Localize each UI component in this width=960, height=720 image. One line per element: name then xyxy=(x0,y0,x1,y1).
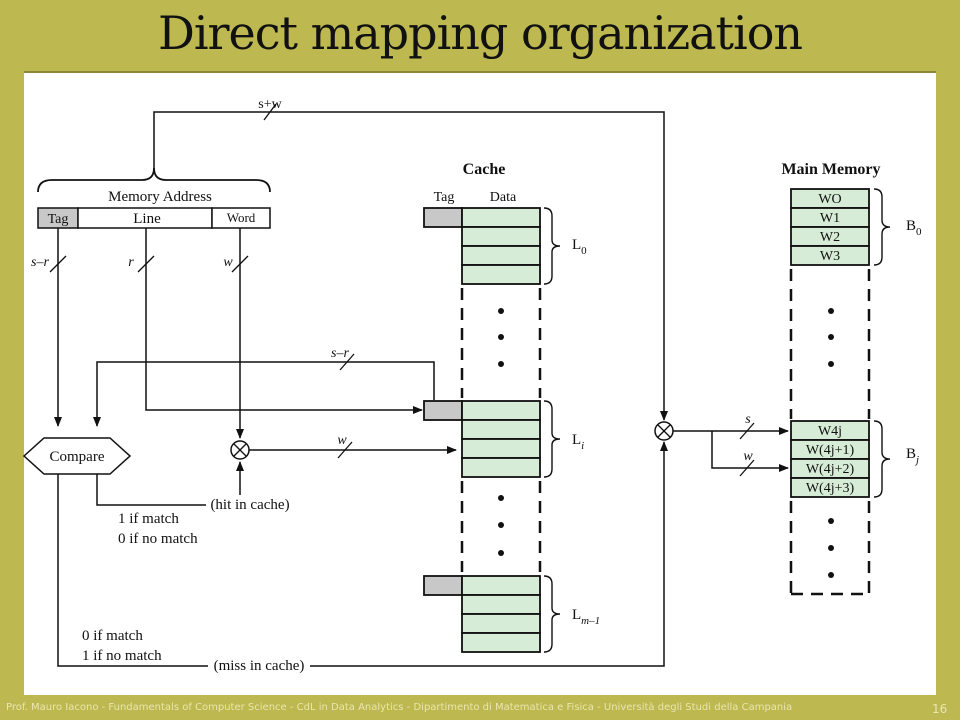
bus-label-s-plus-w: s+w xyxy=(258,97,282,112)
miss-condition-1: 0 if match xyxy=(82,628,143,644)
ellipsis-dot xyxy=(828,361,834,367)
memory-block-label-j: Bj xyxy=(906,446,919,466)
bus-label-word-to-cache: w xyxy=(337,433,347,448)
ellipsis-dot xyxy=(498,550,504,556)
memory-and-gate-cross xyxy=(657,424,671,438)
cache-tag-to-compare-line xyxy=(93,361,435,427)
memory-block-label-0: B0 xyxy=(906,218,922,238)
hit-label-bg xyxy=(206,495,294,513)
bus-slash xyxy=(231,255,249,273)
compare-label: Compare xyxy=(50,449,105,465)
cache-line-block-m-1 xyxy=(423,575,541,653)
address-field-word-label: Word xyxy=(227,210,256,225)
mem-w-line xyxy=(711,431,789,472)
hit-line xyxy=(96,461,244,506)
miss-line xyxy=(57,441,668,667)
and-gate-cross xyxy=(233,443,247,457)
ellipsis-dot xyxy=(828,545,834,551)
bus-label-word-bits: w xyxy=(223,255,233,270)
bus-slash xyxy=(263,103,277,121)
cache-col-data: Data xyxy=(490,190,517,205)
bus-label-compare-tag-bits: s–r xyxy=(331,346,349,361)
cache-line-brace-0 xyxy=(543,207,561,285)
cache-line-label-0: L0 xyxy=(572,237,587,257)
bus-slash xyxy=(339,353,355,371)
memory-block-0 xyxy=(790,188,870,266)
memory-block-brace-j xyxy=(873,420,891,498)
main-memory-title: Main Memory xyxy=(781,161,880,178)
hit-condition-1: 1 if match xyxy=(118,511,179,527)
miss-label-bg xyxy=(208,656,310,674)
memory-word: W(4j+3) xyxy=(806,481,855,496)
cache-col-tag: Tag xyxy=(434,190,455,205)
ellipsis-dot xyxy=(828,308,834,314)
bus-label-mem-w: w xyxy=(743,449,753,464)
ellipsis-dot xyxy=(498,495,504,501)
memory-word: W3 xyxy=(820,249,840,264)
slide-title: Direct mapping organization xyxy=(157,6,803,60)
hit-label: (hit in cache) xyxy=(210,497,289,513)
compare-unit xyxy=(22,437,132,475)
slide-footer: Prof. Mauro Iacono - Fundamentals of Com… xyxy=(6,702,793,713)
bus-slash xyxy=(137,255,155,273)
ellipsis-dot xyxy=(498,361,504,367)
bus-slash xyxy=(739,459,755,477)
address-field-tag-label: Tag xyxy=(48,212,69,227)
miss-label: (miss in cache) xyxy=(214,658,305,674)
bus-slash xyxy=(739,422,755,440)
bus-slash xyxy=(337,441,353,459)
memory-block-brace-0 xyxy=(873,188,891,266)
ellipsis-dot xyxy=(828,572,834,578)
line-bits-line xyxy=(145,228,423,414)
address-field-line-label: Line xyxy=(133,211,161,227)
hit-condition-2: 0 if no match xyxy=(118,531,198,547)
ellipsis-dot xyxy=(828,334,834,340)
cache-line-label-i: Li xyxy=(572,432,584,452)
page-number: 16 xyxy=(932,702,948,716)
memory-address-label: Memory Address xyxy=(108,189,212,205)
ellipsis-dot xyxy=(498,522,504,528)
cache-title: Cache xyxy=(463,161,506,178)
memory-block-j xyxy=(790,420,870,498)
ellipsis-dot xyxy=(498,334,504,340)
bus-label-mem-s: s xyxy=(745,412,751,427)
cache-line-brace-i xyxy=(543,400,561,478)
cache-line-brace-m-1 xyxy=(543,575,561,653)
memory-word: W(4j+1) xyxy=(806,443,855,458)
cache-line-label-m-1: Lm–1 xyxy=(572,607,600,627)
address-field-word xyxy=(211,207,271,229)
memory-address-brace xyxy=(37,167,271,193)
memory-word: W4j xyxy=(818,424,842,439)
memory-word: W1 xyxy=(820,211,840,226)
ellipsis-dot xyxy=(498,308,504,314)
cache-line-block-i xyxy=(423,400,541,478)
memory-word: W2 xyxy=(820,230,840,245)
cache-line-block-0 xyxy=(423,207,541,285)
bus-label-line-bits: r xyxy=(128,255,134,270)
bus-slash xyxy=(49,255,67,273)
memory-word: WO xyxy=(818,192,841,207)
memory-word: W(4j+2) xyxy=(806,462,855,477)
bus-label-tag-bits: s–r xyxy=(31,255,49,270)
address-bus-line xyxy=(153,111,668,421)
title-divider xyxy=(24,71,936,73)
miss-condition-2: 1 if no match xyxy=(82,648,162,664)
ellipsis-dot xyxy=(828,518,834,524)
